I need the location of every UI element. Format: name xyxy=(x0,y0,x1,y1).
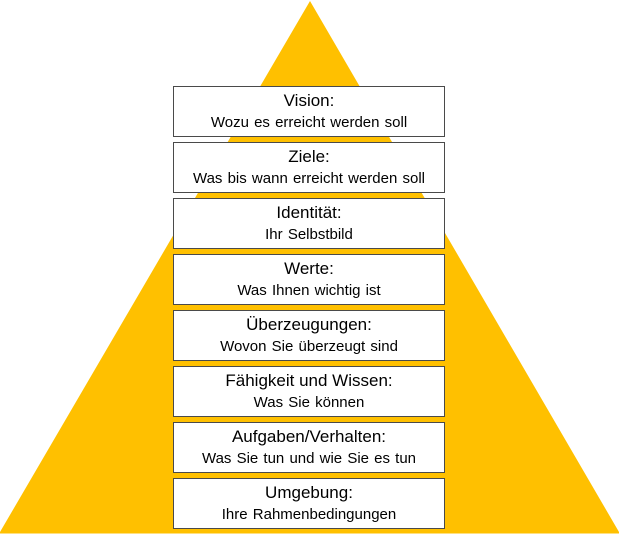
level-title: Ziele: xyxy=(288,147,330,166)
level-umgebung: Umgebung: Ihre Rahmenbedingungen xyxy=(173,478,445,529)
level-faehigkeit-und-wissen: Fähigkeit und Wissen: Was Sie können xyxy=(173,366,445,417)
level-subtitle: Ihre Rahmenbedingungen xyxy=(221,506,397,523)
level-subtitle: Was Ihnen wichtig ist xyxy=(237,282,381,299)
level-subtitle: Ihr Selbstbild xyxy=(265,226,353,243)
level-ueberzeugungen: Überzeugungen: Wovon Sie überzeugt sind xyxy=(173,310,445,361)
level-subtitle: Wovon Sie überzeugt sind xyxy=(220,338,398,355)
level-vision: Vision: Wozu es erreicht werden soll xyxy=(173,86,445,137)
level-subtitle: Was bis wann erreicht werden soll xyxy=(192,170,426,187)
level-subtitle: Was Sie tun und wie Sie es tun xyxy=(201,450,417,467)
level-identitaet: Identität: Ihr Selbstbild xyxy=(173,198,445,249)
level-title: Umgebung: xyxy=(265,483,353,502)
level-title: Aufgaben/Verhalten: xyxy=(231,427,387,446)
level-title: Vision: xyxy=(283,91,335,110)
level-ziele: Ziele: Was bis wann erreicht werden soll xyxy=(173,142,445,193)
level-title: Fähigkeit und Wissen: xyxy=(225,371,393,390)
level-aufgaben-verhalten: Aufgaben/Verhalten: Was Sie tun und wie … xyxy=(173,422,445,473)
level-subtitle: Was Sie können xyxy=(253,394,365,411)
level-title: Identität: xyxy=(276,203,342,222)
level-title: Überzeugungen: xyxy=(246,315,372,334)
level-werte: Werte: Was Ihnen wichtig ist xyxy=(173,254,445,305)
level-subtitle: Wozu es erreicht werden soll xyxy=(210,114,408,131)
level-title: Werte: xyxy=(284,259,334,278)
